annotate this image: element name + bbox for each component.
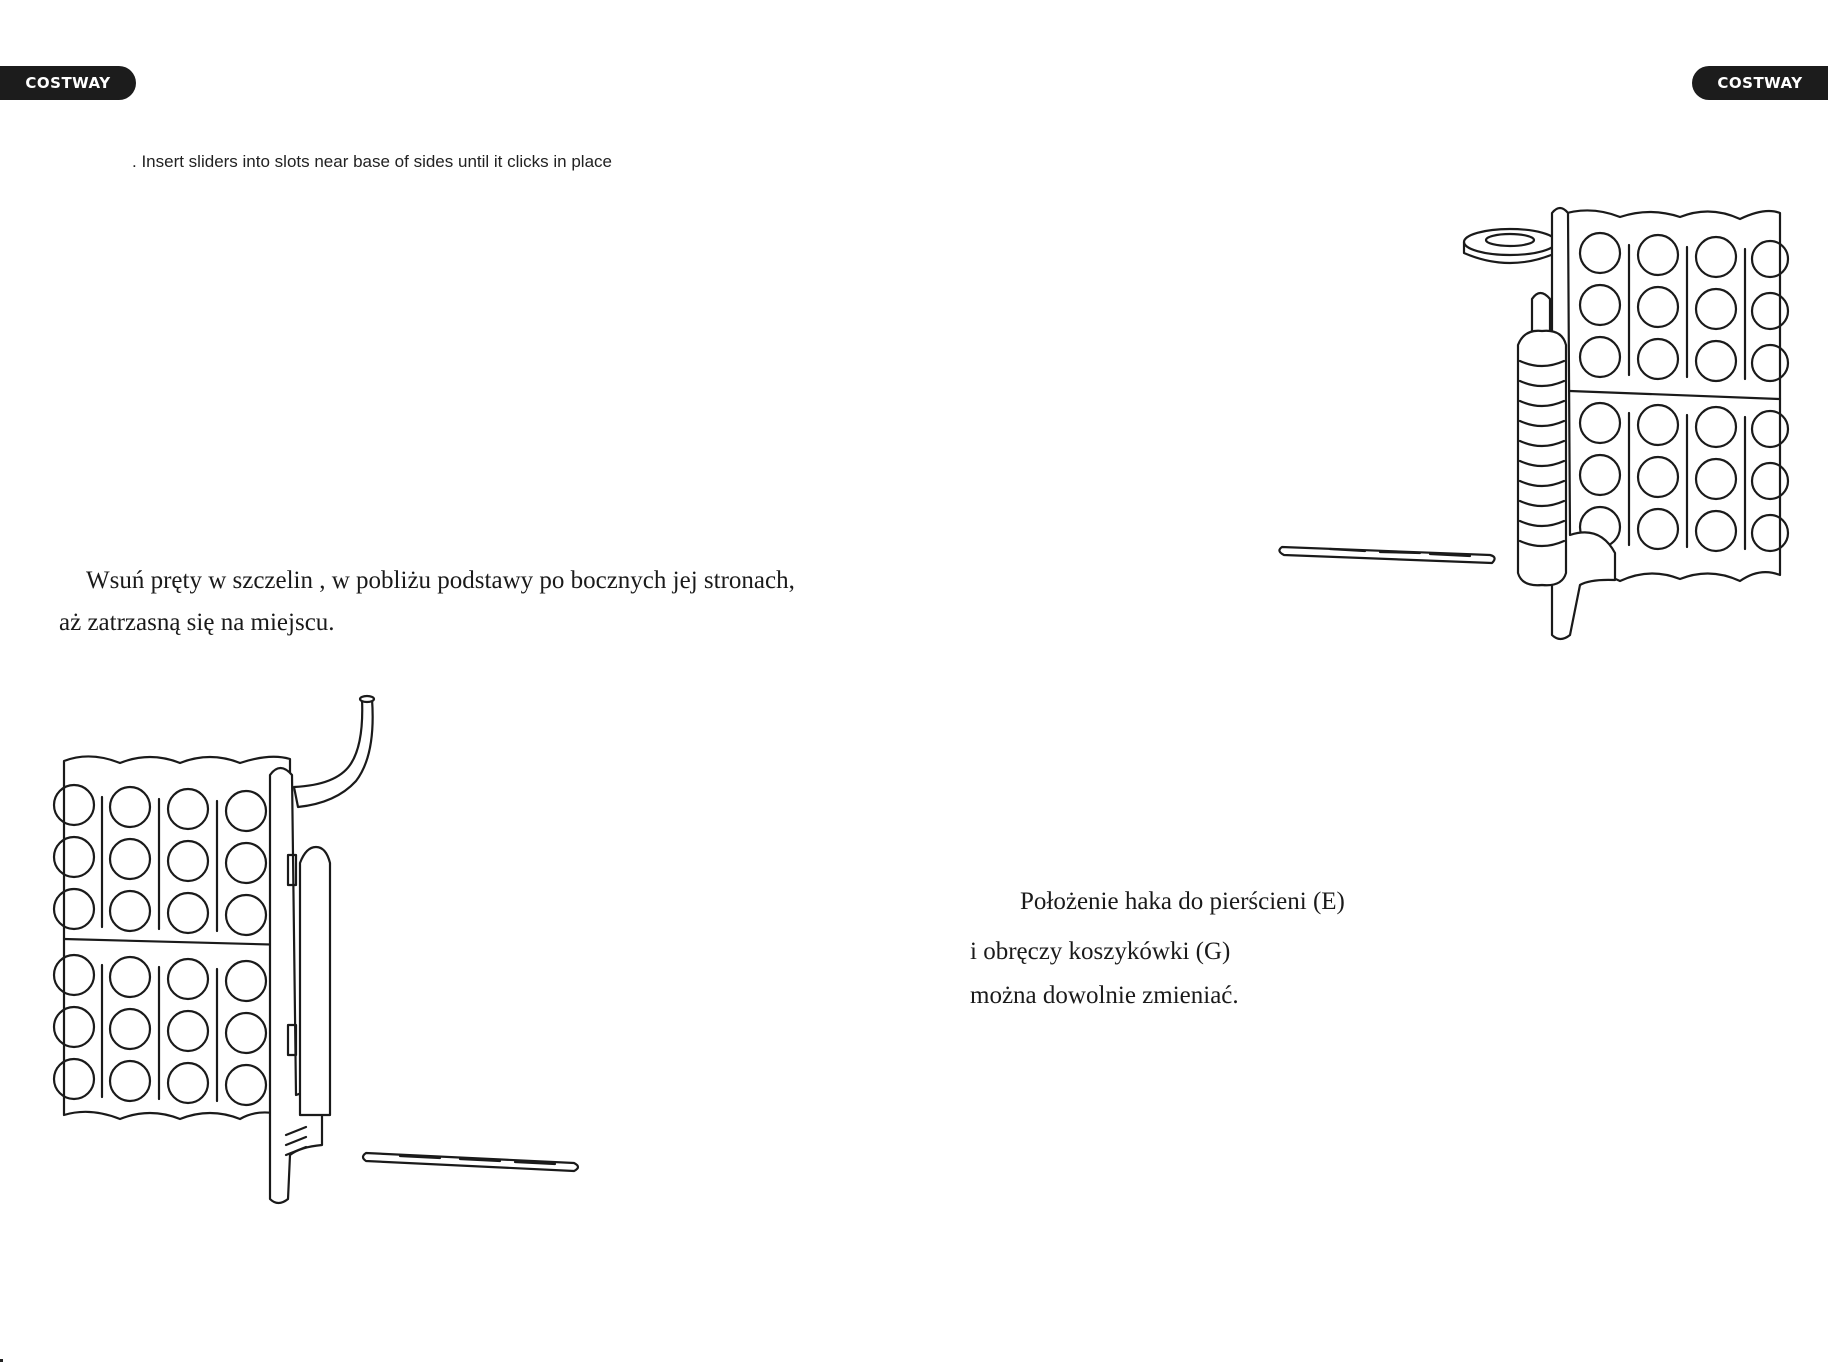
ring-post-icon [1518, 293, 1566, 585]
note-line1: Położenie haka do pierścieni (E) [970, 880, 1345, 924]
note-polish: Położenie haka do pierścieni (E) i obręc… [970, 880, 1345, 1018]
board-panel-icon [64, 756, 290, 1119]
basketball-hook-panel-assembly-icon [60, 735, 600, 1215]
basketball-hook-icon [294, 696, 374, 1115]
slider-bar-icon [363, 1153, 578, 1171]
slider-bar-icon [1279, 547, 1494, 563]
instruction-polish-line1: Wsuń pręty w szczelin , w pobliżu podsta… [59, 560, 795, 602]
ring-icon [1464, 229, 1556, 263]
instruction-polish-line2: aż zatrzasną się na miejscu. [59, 609, 335, 636]
note-line2: i obręczy koszykówki (G) [970, 930, 1345, 974]
brand-logo-left: COSTWAY [0, 66, 136, 100]
brand-logo-right: COSTWAY [1692, 66, 1828, 100]
note-line3: można dowolnie zmieniać. [970, 974, 1345, 1018]
instruction-english: . Insert sliders into slots near base of… [132, 152, 612, 172]
instruction-polish: Wsuń pręty w szczelin , w pobliżu podsta… [59, 560, 795, 644]
board-panel-icon [1560, 210, 1780, 581]
ring-toss-panel-assembly-icon [1270, 195, 1790, 645]
